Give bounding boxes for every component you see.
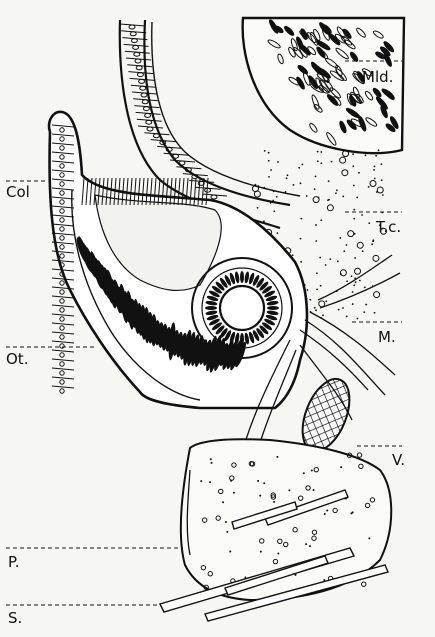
label-mld: Mld. [362, 70, 393, 85]
label-v: V. [392, 453, 405, 468]
label-tc: T.c. [376, 220, 401, 235]
label-s: S. [8, 611, 22, 626]
label-ot: Ot. [6, 352, 28, 367]
vesicle [192, 258, 292, 358]
label-col: Col [6, 185, 30, 200]
otocyst [49, 112, 307, 408]
label-p: P. [8, 555, 19, 570]
label-m: M. [378, 330, 396, 345]
